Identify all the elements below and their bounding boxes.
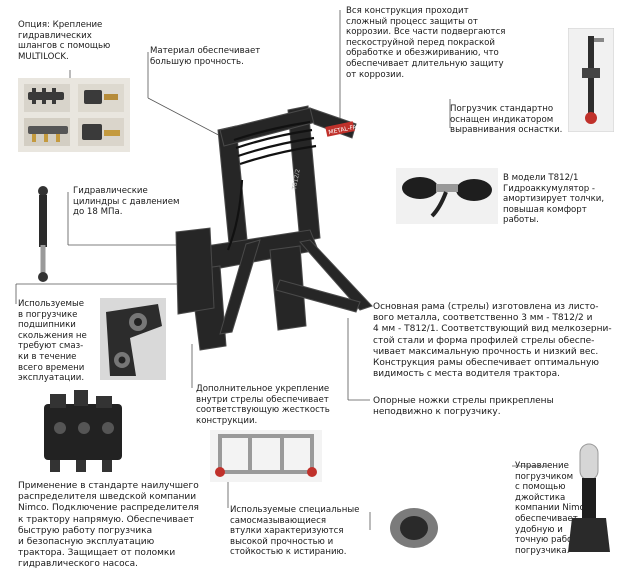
label-indicator: Погрузчик стандартно оснащен индикатором… [450, 104, 563, 136]
label-multilock: Опция: Крепление гидравлических шлангов … [18, 20, 111, 62]
label-accumulator: В модели T812/1 Гидроаккумулятор - аморт… [503, 173, 605, 226]
accumulator-photo [396, 168, 498, 224]
front-loader-illustration: METAL-FACH T812/2 [175, 105, 373, 351]
model-text: T812/2 [291, 168, 302, 191]
hydraulic-cylinder-photo [38, 186, 48, 282]
label-corrosion: Вся конструкция проходит сложный процесс… [346, 6, 506, 80]
distributor-photo [44, 390, 122, 472]
bushing-photo [390, 508, 438, 548]
label-reinforcement: Дополнительное укрепление внутри стрелы … [196, 384, 330, 426]
label-bushings: Используемые специальные самосмазывающие… [230, 505, 360, 558]
joystick-photo [568, 443, 610, 552]
indicator-photo [568, 28, 614, 132]
multilock-photo [18, 78, 130, 152]
label-bearings: Используемые в погрузчике подшипники ско… [18, 299, 87, 384]
label-distributor: Применение в стандарте наилучшего распре… [18, 481, 199, 570]
reinforcement-photo [210, 430, 322, 482]
label-material: Материал обеспечивает большую прочность. [150, 46, 261, 67]
label-frame: Основная рама (стрелы) изготовлена из ли… [373, 302, 612, 380]
bearing-photo [100, 298, 166, 380]
label-legs: Опорные ножки стрелы прикреплены неподви… [373, 396, 554, 418]
label-cylinders: Гидравлические цилиндры с давлением до 1… [73, 186, 180, 218]
